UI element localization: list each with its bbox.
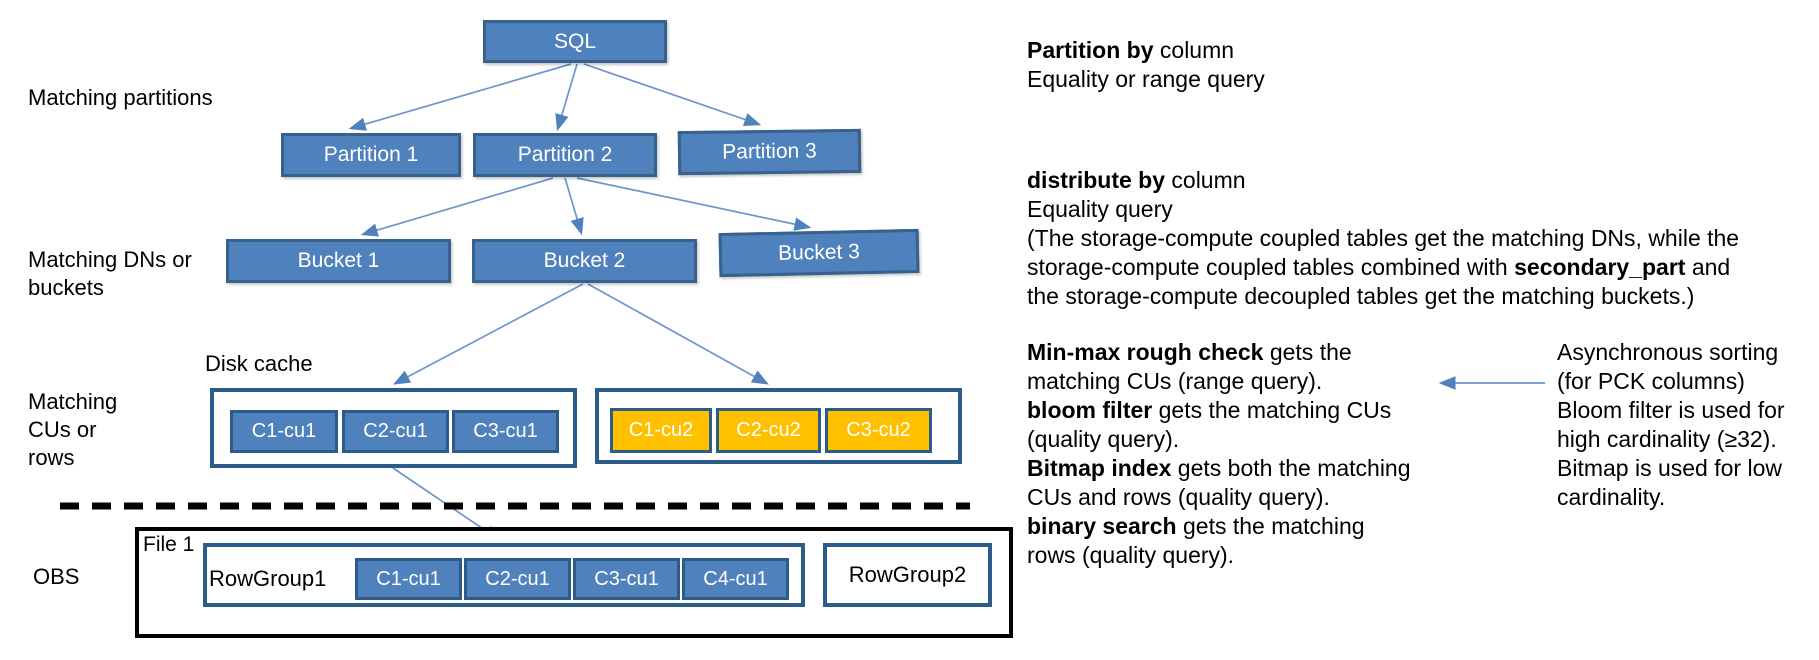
label-disk-cache: Disk cache (205, 351, 313, 376)
label-rowgroup1: RowGroup1 (209, 566, 327, 591)
cu-cell: C1-cu2 (610, 408, 712, 453)
cu-cell: C3-cu1 (452, 410, 559, 453)
node-partition-2: Partition 2 (473, 133, 657, 177)
rowgroup-cell: C4-cu1 (682, 558, 789, 600)
label-obs: OBS (33, 564, 80, 589)
cu-cell: C1-cu1 (230, 410, 338, 453)
label-file-1: File 1 (143, 533, 195, 556)
node-partition-3: Partition 3 (677, 128, 862, 176)
rowgroup-cell: C3-cu1 (573, 558, 680, 600)
cu-cell: C3-cu2 (825, 408, 932, 453)
node-bucket-2: Bucket 2 (472, 239, 697, 283)
node-bucket-3: Bucket 3 (718, 228, 920, 278)
node-sql: SQL (483, 20, 667, 63)
rowgroup2-box: RowGroup2 (823, 543, 992, 607)
note-async-sorting: Asynchronous sorting(for PCK columns)Blo… (1557, 339, 1785, 510)
cu-cell: C2-cu2 (716, 408, 821, 453)
rowgroup-cell: C2-cu1 (464, 558, 571, 600)
node-bucket-1: Bucket 1 (226, 239, 451, 283)
rowgroup-cell: C1-cu1 (355, 558, 462, 600)
node-partition-1: Partition 1 (281, 133, 461, 177)
cu-cell: C2-cu1 (342, 410, 449, 453)
label-matching-partitions: Matching partitions (28, 85, 213, 110)
